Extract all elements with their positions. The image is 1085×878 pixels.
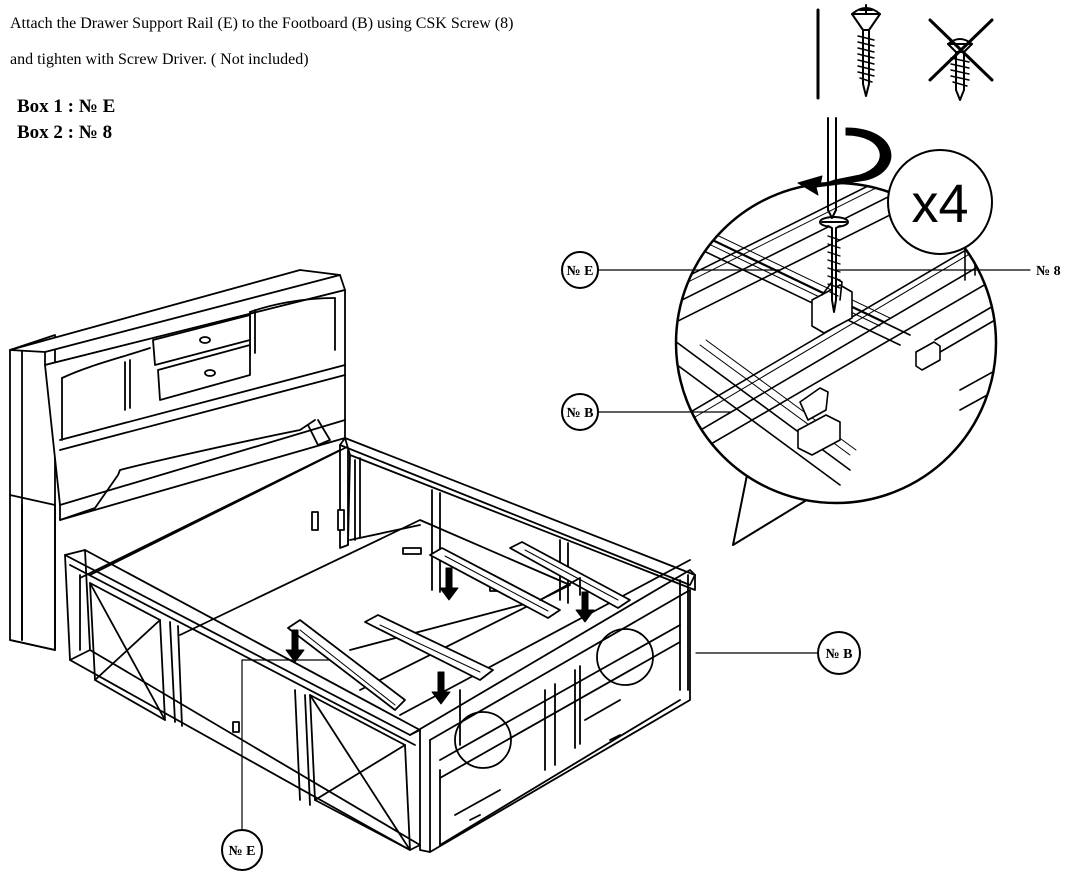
callout-rail-main: № E [229, 844, 256, 859]
down-arrow-icons [285, 567, 595, 705]
main-callouts: № B № E [221, 631, 861, 871]
crossed-out-screw-icon [928, 18, 994, 101]
side-rail [311, 437, 696, 604]
callout-circle-footboard-detail [561, 393, 599, 431]
detail-zoom-view: x4 [674, 117, 998, 546]
screwdriver-icon [827, 117, 837, 219]
screw-legend [816, 4, 994, 101]
drawer-support-rails [287, 541, 631, 711]
detail-callouts: № E № 8 № B [561, 251, 1061, 431]
box-2-label: Box 2 : № 8 [17, 122, 113, 143]
bed-frame-drawing [9, 269, 696, 853]
callout-footboard-main: № B [826, 647, 853, 662]
box-1-label: Box 1 : № E [17, 96, 116, 117]
countersunk-screw-icon [851, 4, 881, 97]
callout-rail-detail: № E [567, 264, 594, 279]
screw-in-detail [819, 216, 849, 313]
quantity-multiplier: x4 [911, 174, 968, 234]
instruction-line-2: and tighten with Screw Driver. ( Not inc… [10, 51, 309, 68]
instruction-line-1: Attach the Drawer Support Rail (E) to th… [10, 15, 514, 32]
callout-footboard-detail: № B [567, 406, 594, 421]
callout-circle-rail-detail [561, 251, 599, 289]
callout-circle-rail-main [221, 829, 263, 871]
callout-circle-footboard-main [817, 631, 861, 675]
quantity-badge [887, 149, 993, 255]
footboard [64, 447, 696, 853]
clockwise-rotation-arrow-icon [797, 127, 892, 196]
callout-screw-detail: № 8 [1036, 264, 1061, 279]
headboard [9, 269, 346, 651]
